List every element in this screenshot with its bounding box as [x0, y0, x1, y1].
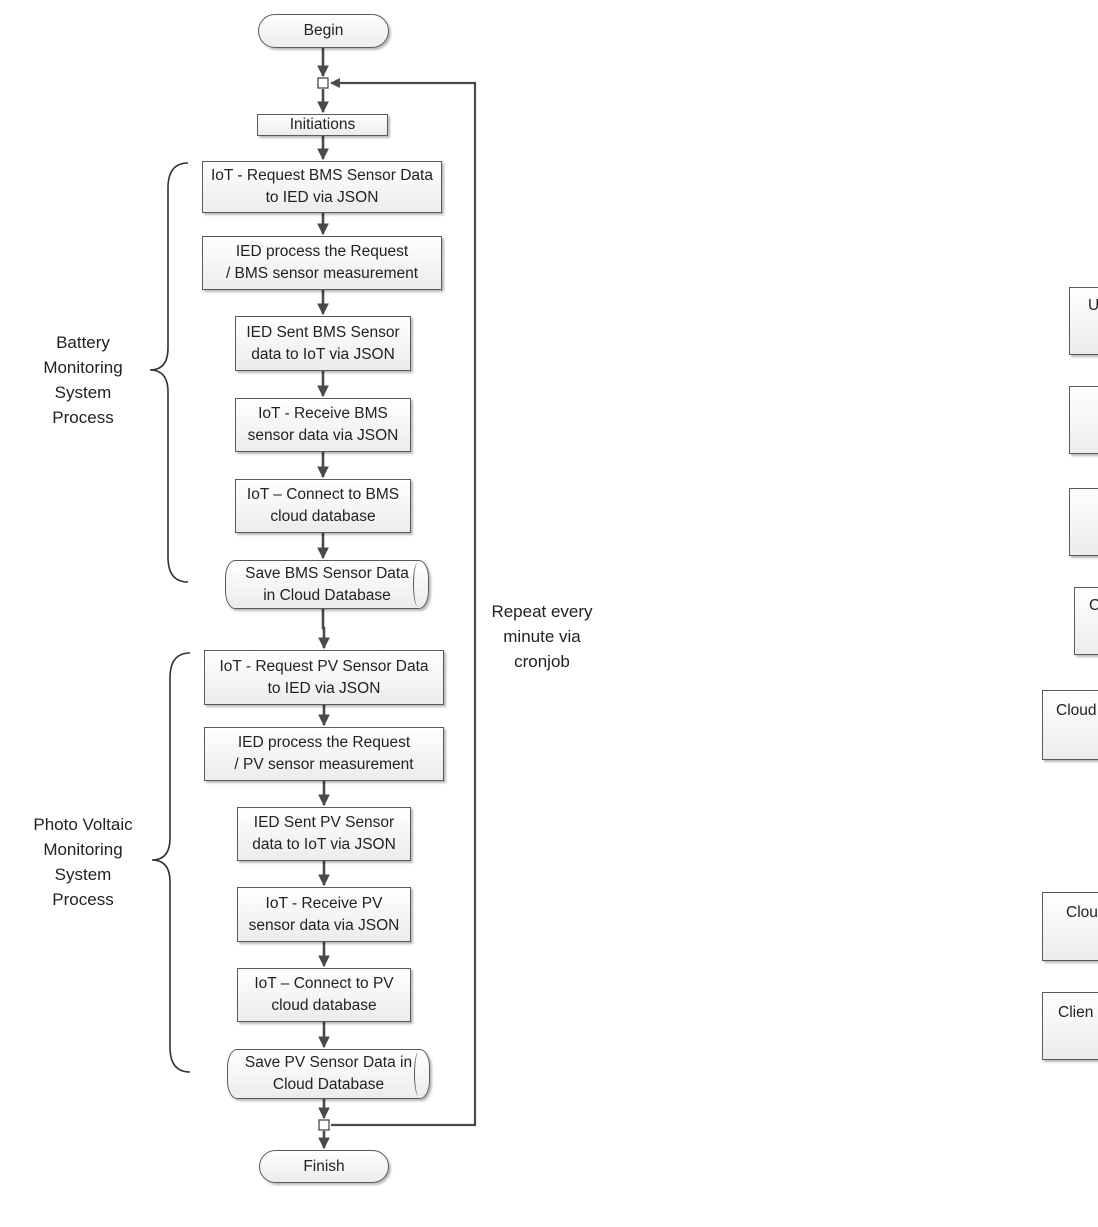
right-partial-text-1: U — [1088, 297, 1098, 314]
loop-back-line — [330, 78, 477, 1127]
bms-save-database: Save BMS Sensor Data in Cloud Database — [225, 560, 429, 609]
pv-step-connect: IoT – Connect to PV cloud database — [237, 968, 411, 1022]
right-partial-box-3: ( — [1069, 488, 1098, 556]
arrow-bmssave-pv1 — [318, 609, 330, 650]
pv-group-label: Photo Voltaic Monitoring System Process — [33, 815, 133, 909]
bms-group-label: Battery Monitoring System Process — [43, 333, 123, 427]
right-partial-text-4: C — [1089, 597, 1098, 614]
right-partial-text-5: Cloud — [1056, 702, 1097, 719]
right-partial-box-1: U — [1069, 287, 1098, 355]
right-partial-box-7: Clien — [1042, 992, 1098, 1060]
pv-step-receive: IoT - Receive PV sensor data via JSON — [237, 887, 411, 942]
finish-terminal: Finish — [259, 1150, 389, 1183]
bms-step-request: IoT - Request BMS Sensor Data to IED via… — [202, 161, 442, 213]
pv-save-database: Save PV Sensor Data in Cloud Database — [227, 1049, 430, 1099]
right-partial-box-2 — [1069, 386, 1098, 454]
pv-step-request: IoT - Request PV Sensor Data to IED via … — [204, 650, 444, 705]
bms-step-sent: IED Sent BMS Sensor data to IoT via JSON — [235, 316, 411, 371]
bms-step-connect: IoT – Connect to BMS cloud database — [235, 479, 411, 533]
brace-pv — [151, 652, 191, 1073]
merge-node-top — [317, 77, 329, 89]
pv-step-process: IED process the Request / PV sensor meas… — [204, 727, 444, 781]
bms-step-receive: IoT - Receive BMS sensor data via JSON — [235, 398, 411, 452]
initiations-box: Initiations — [257, 114, 388, 136]
merge-node-bottom — [318, 1119, 330, 1131]
right-partial-box-6: Clou — [1042, 892, 1098, 961]
bms-step-process: IED process the Request / BMS sensor mea… — [202, 236, 442, 290]
loop-label: Repeat every minute via cronjob — [491, 602, 593, 671]
brace-bms — [149, 162, 189, 583]
right-partial-text-7: Clien — [1058, 1004, 1094, 1021]
right-partial-text-6: Clou — [1066, 904, 1098, 921]
begin-terminal: Begin — [258, 14, 389, 48]
pv-step-sent: IED Sent PV Sensor data to IoT via JSON — [237, 807, 411, 861]
right-partial-box-4: C — [1074, 587, 1098, 655]
right-partial-box-5: Cloud — [1042, 690, 1098, 760]
